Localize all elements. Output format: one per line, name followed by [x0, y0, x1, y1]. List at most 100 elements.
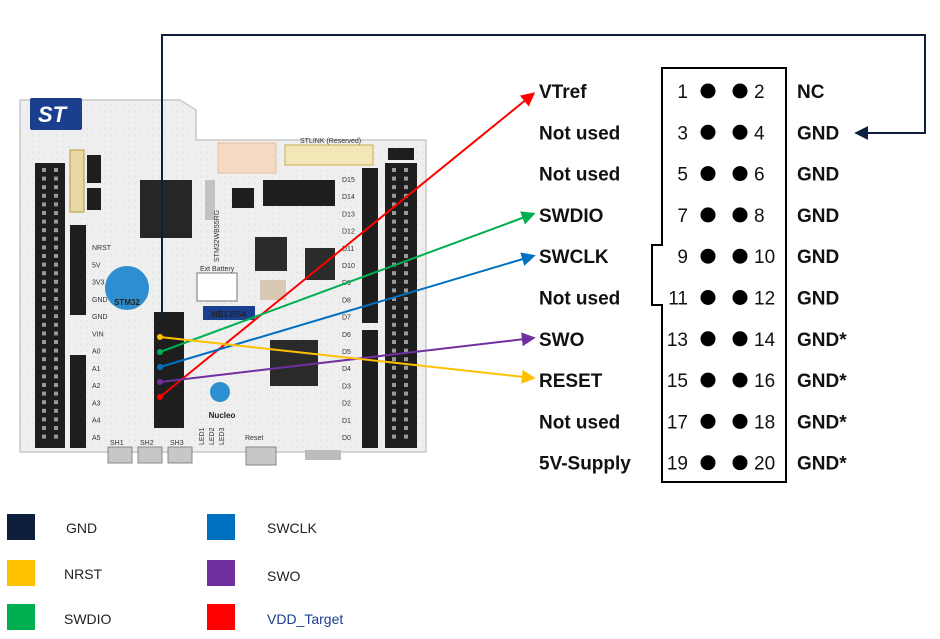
signal-label: 5V-Supply — [539, 454, 631, 475]
nucleo-board: ST STLINK (Reserved) — [19, 98, 427, 466]
legend-swatch-swdio — [7, 604, 35, 630]
silkscreen-label: A5 — [92, 435, 101, 442]
reset-label: Reset — [245, 435, 263, 442]
header-pin — [404, 236, 408, 241]
header-pin — [42, 340, 46, 344]
legend-label-swclk: SWCLK — [267, 520, 317, 536]
left-header — [35, 163, 86, 448]
pin-number: 20 — [754, 454, 775, 475]
header-pin — [404, 357, 408, 362]
pin-dot — [700, 455, 716, 471]
header-pin — [54, 236, 58, 241]
signal-label: SWO — [539, 330, 584, 351]
header-pin — [404, 168, 408, 172]
header-pin — [392, 297, 396, 301]
pin-number: 9 — [677, 247, 688, 268]
legend-label-nrst: NRST — [64, 566, 103, 582]
legend-label-swo: SWO — [267, 568, 301, 584]
header-pin — [392, 426, 396, 430]
pin-dot — [700, 331, 716, 347]
stlink-label: STLINK (Reserved) — [300, 138, 361, 145]
pin-number: 7 — [677, 206, 688, 227]
led3-label: LED3 — [219, 427, 226, 445]
pin-number: 6 — [754, 165, 765, 186]
pin-dot — [700, 166, 716, 182]
signal-label: GND — [797, 289, 839, 310]
pin-number: 15 — [667, 371, 688, 392]
header-pin — [54, 176, 58, 181]
silkscreen-label: D5 — [342, 349, 351, 356]
header-pin — [404, 348, 408, 353]
silkscreen-label: A0 — [92, 349, 101, 356]
header-pin — [42, 288, 46, 293]
header-pin — [54, 348, 58, 353]
header-pin — [404, 185, 408, 190]
legend-swatch-gnd — [7, 514, 35, 540]
header-pin — [42, 219, 46, 224]
pin-number: 5 — [677, 165, 688, 186]
wire-swdio — [159, 211, 536, 353]
header-pin — [392, 219, 396, 224]
header-pin — [404, 322, 408, 327]
signal-label: GND* — [797, 371, 847, 392]
silkscreen-label: NRST — [92, 245, 112, 252]
header-pin — [404, 245, 408, 250]
header-pin — [392, 365, 396, 370]
silkscreen-label: D3 — [342, 383, 351, 390]
silkscreen-label: A3 — [92, 400, 101, 407]
header-pin — [404, 228, 408, 233]
header-pin — [392, 357, 396, 362]
pin-number: 18 — [754, 412, 775, 433]
header-pin — [404, 340, 408, 344]
header-pin — [404, 176, 408, 181]
header-pin — [392, 279, 396, 284]
legend-label-gnd: GND — [66, 520, 98, 536]
pin-number: 19 — [667, 454, 688, 475]
silkscreen-label: VIN — [92, 331, 104, 338]
signal-label: GND* — [797, 454, 847, 475]
header-pin — [54, 202, 58, 207]
silkscreen-label: D2 — [342, 401, 351, 408]
header-pin — [392, 400, 396, 405]
header-pin — [42, 408, 46, 413]
header-pin — [42, 236, 46, 241]
pin-dot — [732, 290, 748, 305]
header-pin — [54, 426, 58, 430]
jumper-strip — [69, 149, 85, 213]
header-pin — [54, 400, 58, 405]
button-sh3: SH3 — [170, 440, 184, 447]
right-header-pins — [392, 168, 408, 439]
wire-swo — [159, 332, 536, 383]
jumper — [87, 188, 101, 210]
signal-label: Not used — [539, 412, 620, 433]
header-pin — [404, 262, 408, 267]
header-pin — [392, 348, 396, 353]
header-pin — [392, 383, 396, 387]
header-pin — [54, 408, 58, 413]
header-pin — [404, 297, 408, 301]
header-pin — [392, 185, 396, 190]
pin-dot — [700, 124, 716, 140]
chip-marking: STM32WB55RG — [214, 210, 221, 262]
header-pin — [42, 322, 46, 327]
battery-label: Ext Battery — [200, 266, 235, 273]
led2-label: LED2 — [209, 427, 216, 445]
header-pin — [42, 348, 46, 353]
header-pin — [54, 254, 58, 258]
pin-number: 13 — [667, 330, 688, 351]
silkscreen-label: A1 — [92, 366, 101, 373]
jumper — [388, 148, 414, 160]
jtag-connector-body — [651, 67, 787, 483]
header-pin — [392, 254, 396, 258]
silkscreen-label: 5V — [92, 262, 101, 269]
stlink-connector — [284, 144, 374, 166]
signal-label: NC — [797, 82, 825, 103]
header-pin — [42, 365, 46, 370]
signal-label: VTref — [539, 82, 587, 103]
silkscreen-label: GND — [92, 297, 108, 304]
header-pin — [42, 297, 46, 301]
pin-dot — [700, 83, 716, 99]
silkscreen-label: GND — [92, 314, 108, 321]
